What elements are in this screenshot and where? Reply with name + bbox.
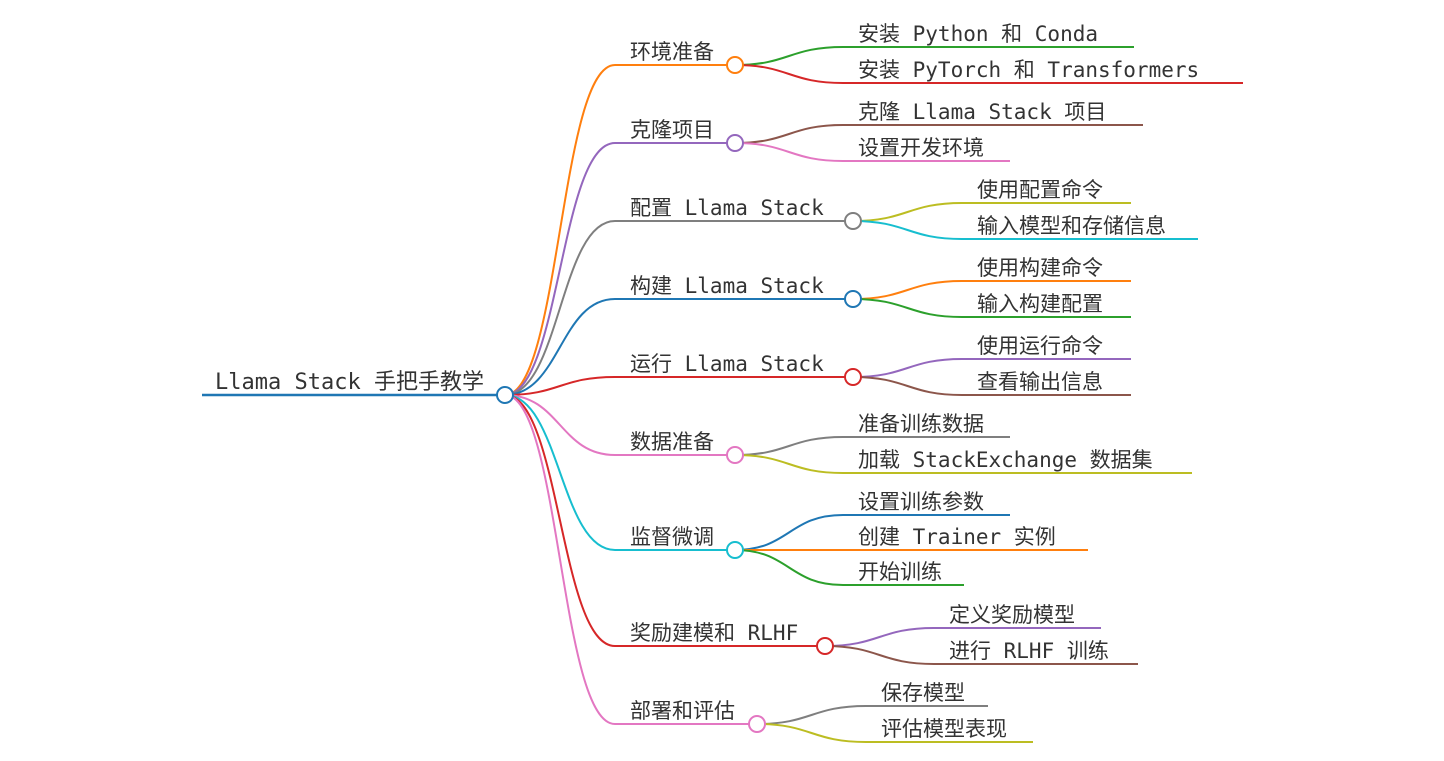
leaf-label: 使用运行命令: [977, 334, 1103, 358]
branch-label: 克隆项目: [630, 118, 714, 142]
branch-node-circle[interactable]: [726, 541, 744, 559]
leaf-edge: [734, 436, 844, 456]
leaf-edge: [734, 142, 844, 162]
branch-label: 数据准备: [630, 430, 714, 454]
branch-label: 监督微调: [630, 525, 714, 549]
leaf-label: 开始训练: [858, 560, 942, 584]
branch-label: 配置 Llama Stack: [630, 196, 824, 220]
leaf-edge: [734, 46, 844, 66]
mindmap-labels: Llama Stack 手把手教学 环境准备 安装 Python 和 Conda 安装…: [215, 22, 1199, 741]
leaf-edge: [852, 220, 963, 240]
leaf-edge: [852, 298, 963, 318]
branch-edge: [504, 394, 616, 647]
leaf-edge: [734, 549, 844, 586]
leaf-edge: [734, 64, 844, 84]
mindmap-edges: [504, 46, 963, 743]
leaf-label: 进行 RLHF 训练: [949, 639, 1109, 663]
branch-edge: [504, 376, 616, 396]
root-topic-label: Llama Stack 手把手教学: [215, 370, 484, 395]
leaf-label: 克隆 Llama Stack 项目: [858, 100, 1106, 124]
branch-label: 环境准备: [630, 40, 714, 64]
leaf-label: 创建 Trainer 实例: [858, 525, 1056, 549]
leaf-label: 安装 PyTorch 和 Transformers: [858, 58, 1199, 82]
branch-node-circle[interactable]: [844, 212, 862, 230]
branch-edge: [504, 220, 616, 396]
leaf-edge: [852, 358, 963, 378]
branch-edge: [504, 142, 616, 396]
leaf-edge: [756, 705, 867, 725]
leaf-label: 查看输出信息: [977, 370, 1103, 394]
leaf-edge: [852, 202, 963, 222]
leaf-edge: [824, 627, 935, 647]
leaf-label: 安装 Python 和 Conda: [858, 22, 1098, 46]
mindmap-nodes: [496, 56, 862, 733]
leaf-edge: [852, 376, 963, 396]
branch-edge: [504, 394, 616, 551]
leaf-edge: [734, 514, 844, 551]
leaf-label: 设置训练参数: [858, 490, 984, 514]
leaf-label: 使用构建命令: [977, 256, 1103, 280]
leaf-label: 准备训练数据: [858, 412, 984, 436]
branch-edge: [504, 64, 616, 396]
leaf-label: 输入模型和存储信息: [977, 214, 1166, 238]
leaf-edge: [756, 723, 867, 743]
leaf-label: 设置开发环境: [858, 136, 984, 160]
branch-node-circle[interactable]: [726, 446, 744, 464]
leaf-label: 加载 StackExchange 数据集: [858, 448, 1153, 472]
branch-label: 奖励建模和 RLHF: [630, 621, 798, 645]
mindmap-underlines: [202, 46, 1243, 743]
branch-node-circle[interactable]: [726, 134, 744, 152]
branch-label: 部署和评估: [630, 699, 735, 723]
branch-node-circle[interactable]: [844, 290, 862, 308]
branch-node-circle[interactable]: [726, 56, 744, 74]
leaf-edge: [734, 124, 844, 144]
branch-node-circle[interactable]: [748, 715, 766, 733]
branch-edge: [504, 394, 616, 725]
branch-edge: [504, 298, 616, 396]
leaf-label: 定义奖励模型: [949, 603, 1075, 627]
branch-node-circle[interactable]: [844, 368, 862, 386]
leaf-edge: [852, 280, 963, 300]
root-node-circle[interactable]: [496, 386, 514, 404]
leaf-edge: [824, 645, 935, 665]
leaf-label: 评估模型表现: [881, 717, 1007, 741]
branch-node-circle[interactable]: [816, 637, 834, 655]
leaf-label: 保存模型: [881, 681, 965, 705]
branch-label: 运行 Llama Stack: [630, 352, 824, 376]
leaf-label: 使用配置命令: [977, 178, 1103, 202]
branch-label: 构建 Llama Stack: [630, 274, 824, 298]
leaf-edge: [734, 454, 844, 474]
leaf-label: 输入构建配置: [977, 292, 1103, 316]
branch-edge: [504, 394, 616, 456]
